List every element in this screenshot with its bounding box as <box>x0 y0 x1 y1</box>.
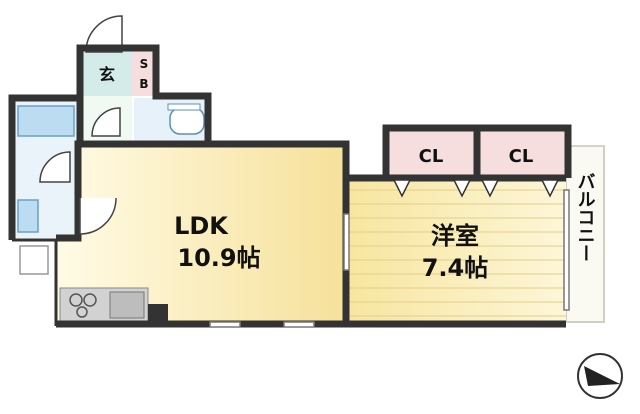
stove-icon <box>69 293 97 318</box>
closet-2 <box>478 130 566 176</box>
closet-doors <box>392 179 560 198</box>
toilet-icon <box>169 107 205 135</box>
balcony-label: バルコニー <box>575 172 596 262</box>
toilet-room <box>134 98 208 140</box>
bathtub-icon <box>17 105 75 137</box>
shoe-box-b: B <box>139 77 148 91</box>
ldk-size: 10.9帖 <box>177 244 260 272</box>
closet-2-label: CL <box>509 146 534 167</box>
doors <box>39 107 570 328</box>
western-size: 7.4帖 <box>422 254 489 282</box>
refrigerator <box>19 245 49 275</box>
balcony <box>565 145 605 323</box>
closet-1 <box>388 130 476 176</box>
shoe-box <box>132 50 154 96</box>
entrance-label: 玄 <box>99 65 115 84</box>
ldk-name: LDK <box>174 212 229 240</box>
western-room <box>348 176 566 324</box>
western-name: 洋室 <box>431 222 479 250</box>
shoe-box-s: S <box>140 57 149 71</box>
washbasin-icon <box>17 199 39 233</box>
sink-icon <box>109 291 145 319</box>
compass-icon <box>577 353 623 399</box>
closet-1-label: CL <box>419 146 444 167</box>
entrance-door <box>85 15 123 53</box>
kitchen-counter <box>59 287 168 323</box>
